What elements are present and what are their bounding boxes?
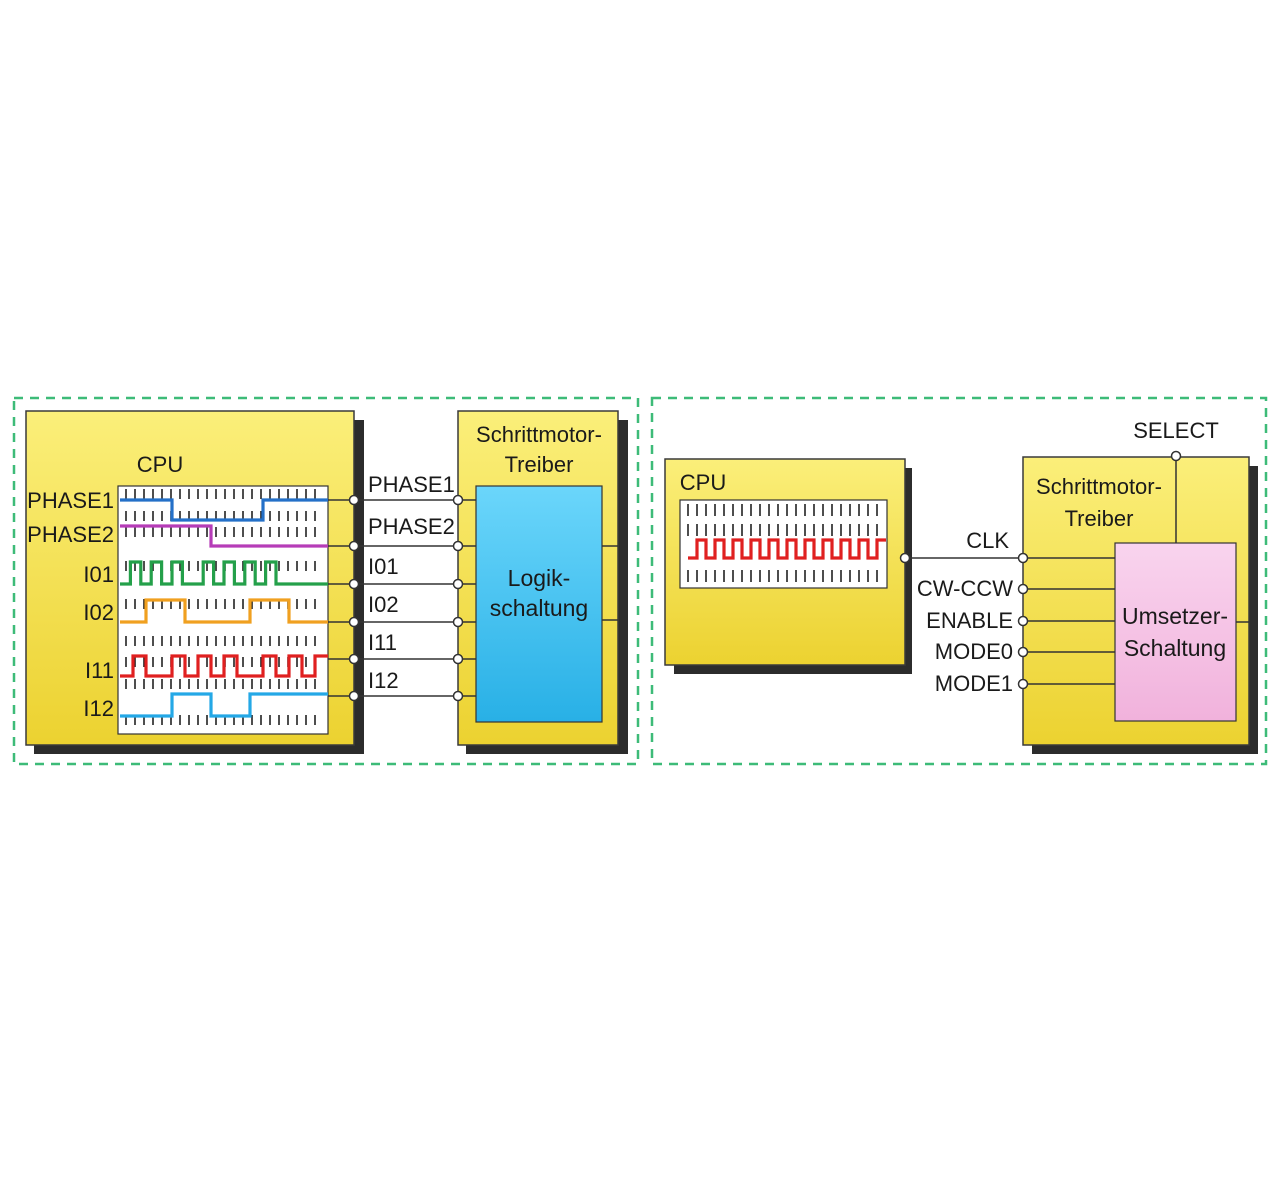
cpu-pin-io1 xyxy=(348,578,360,590)
waveform-i12 xyxy=(120,692,328,718)
left-connection-wires xyxy=(328,494,476,702)
driver-pin-phase1 xyxy=(452,494,464,506)
converter-circuit-label-line2: Schaltung xyxy=(1124,635,1226,661)
pin-label-clk: CLK xyxy=(966,528,1009,553)
converter-circuit-block xyxy=(1114,542,1237,722)
driver-pin-i12 xyxy=(452,690,464,702)
driver-pin-mode0 xyxy=(1017,646,1029,658)
logic-circuit-block xyxy=(475,485,603,723)
waveform-phase1 xyxy=(120,498,328,522)
pin-label-enable: ENABLE xyxy=(926,608,1013,633)
cpu-signal-label-i11: I11 xyxy=(85,658,114,683)
right-driver-block: Schrittmotor- Treiber Umsetzer- Schaltun… xyxy=(1022,456,1258,754)
left-cpu-block: CPU PHASE1 PHASE2 I01 I02 I11 I12 xyxy=(25,410,364,754)
cpu-signal-label-io1: I01 xyxy=(83,562,114,587)
waveform-clk xyxy=(688,538,886,560)
driver-pin-phase2 xyxy=(452,540,464,552)
cpu-signal-label-io2: I02 xyxy=(83,600,114,625)
driver-pin-io1 xyxy=(452,578,464,590)
right-driver-pins xyxy=(1017,552,1115,690)
left-driver-block: Schrittmotor- Treiber Logik- schaltung xyxy=(457,410,628,754)
logic-circuit-label-line1: Logik- xyxy=(508,565,571,591)
left-panel: CPU PHASE1 PHASE2 I01 I02 I11 I12 Schrit… xyxy=(12,396,640,766)
pin-label-cw-ccw: CW-CCW xyxy=(917,576,1013,601)
pin-label-mode0: MODE0 xyxy=(935,639,1013,664)
cpu-pin-i12 xyxy=(348,690,360,702)
select-pin xyxy=(1170,450,1182,462)
driver-pin-i11 xyxy=(452,653,464,665)
left-panel-frame xyxy=(12,396,640,766)
right-cpu-clk-waveform xyxy=(688,538,886,560)
cpu-signal-label-i12: I12 xyxy=(83,696,114,721)
wire-label-phase1: PHASE1 xyxy=(368,472,455,497)
waveform-phase2 xyxy=(120,524,328,548)
cpu-pin-phase2 xyxy=(348,540,360,552)
driver-pin-mode1 xyxy=(1017,678,1029,690)
wire-label-i12: I12 xyxy=(368,668,399,693)
right-driver-title-line1: Schrittmotor- xyxy=(1036,474,1162,499)
left-cpu-tick-marks xyxy=(125,489,316,725)
right-cpu-signal-window xyxy=(679,499,888,589)
driver-pin-io2 xyxy=(452,616,464,628)
cpu-pin-phase1 xyxy=(348,494,360,506)
driver-pin-enable xyxy=(1017,615,1029,627)
right-cpu-title: CPU xyxy=(680,470,726,495)
left-cpu-title: CPU xyxy=(137,452,183,477)
select-label: SELECT xyxy=(1133,418,1219,443)
wire-label-io1: I01 xyxy=(368,554,399,579)
driver-pin-cw-ccw xyxy=(1017,583,1029,595)
cpu-signal-label-phase1: PHASE1 xyxy=(27,488,114,513)
cpu-pin-i11 xyxy=(348,653,360,665)
wire-label-phase2: PHASE2 xyxy=(368,514,455,539)
right-cpu-block: CPU xyxy=(664,458,912,674)
wire-label-io2: I02 xyxy=(368,592,399,617)
waveform-io1 xyxy=(120,560,328,586)
cpu-signal-label-phase2: PHASE2 xyxy=(27,522,114,547)
left-cpu-signal-window xyxy=(117,485,329,735)
right-panel-frame xyxy=(650,396,1268,766)
left-driver-title-line2: Treiber xyxy=(505,452,574,477)
left-cpu-waveforms xyxy=(120,498,328,718)
driver-pin-clk xyxy=(1017,552,1029,564)
right-panel: CPU Schrittmotor- Treiber Umsetzer- Scha… xyxy=(650,396,1268,766)
logic-circuit-label-line2: schaltung xyxy=(490,595,588,621)
pin-label-mode1: MODE1 xyxy=(935,671,1013,696)
right-driver-title-line2: Treiber xyxy=(1065,506,1134,531)
left-driver-title-line1: Schrittmotor- xyxy=(476,422,602,447)
cpu-clk-pin xyxy=(899,552,911,564)
converter-circuit-label-line1: Umsetzer- xyxy=(1122,603,1228,629)
cpu-pin-io2 xyxy=(348,616,360,628)
wire-label-i11: I11 xyxy=(368,630,397,655)
right-cpu-tick-marks xyxy=(687,504,878,582)
waveform-io2 xyxy=(120,598,328,624)
waveform-i11 xyxy=(120,654,328,678)
